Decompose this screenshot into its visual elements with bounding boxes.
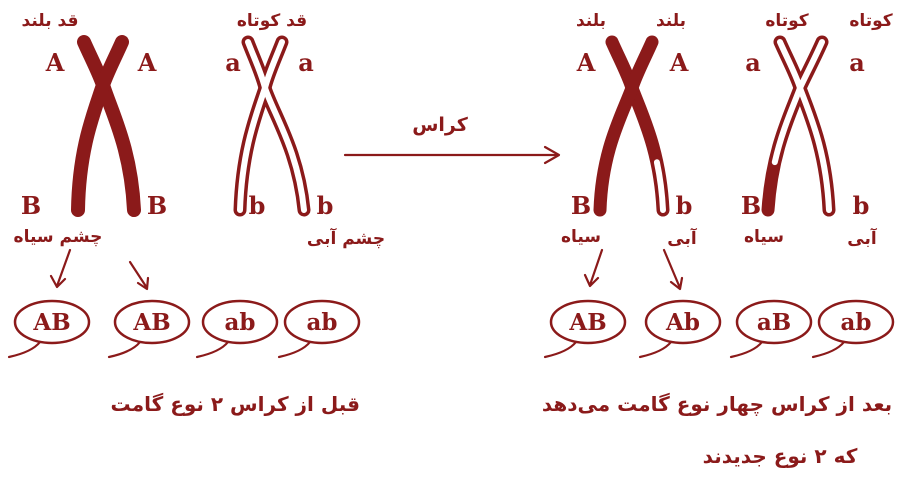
blue-label: آبی [660, 228, 704, 250]
blue-label: آبی [840, 228, 884, 250]
tall-height-label: قد بلند [12, 10, 88, 32]
allele-label: A [135, 50, 159, 76]
after-caption-line-1: بعد از کراس چهار نوع گامت می‌دهد [518, 390, 916, 418]
gamete-genotype: Ab [665, 309, 700, 336]
before-tall-chromosome-pair [78, 42, 134, 210]
gamete: ab [197, 301, 277, 357]
gamete-genotype: aB [757, 309, 791, 336]
after-caption-line-2: که ۲ نوع جدیدند [680, 442, 880, 470]
gamete: ab [813, 301, 893, 357]
before-gametes: AB AB ab ab [9, 301, 359, 357]
gamete-tail [545, 342, 576, 357]
cross-label: کراس [400, 114, 480, 136]
cross-arrow [345, 147, 559, 163]
after-chromosome-pair-2 [768, 42, 829, 210]
gamete-tail [731, 342, 762, 357]
gamete-tail [197, 342, 228, 357]
short-height-label: قد کوتاه [232, 10, 312, 32]
gamete: AB [109, 301, 189, 357]
before-gamete-arrows [51, 250, 148, 289]
gamete: AB [9, 301, 89, 357]
gamete: AB [545, 301, 625, 357]
allele-label: b [313, 193, 337, 219]
allele-label: B [569, 193, 593, 219]
gamete-tail [279, 342, 310, 357]
allele-label: b [245, 193, 269, 219]
arrow-to-gamete-6 [664, 250, 682, 289]
allele-label: B [739, 193, 763, 219]
after-gametes: AB Ab aB ab [545, 301, 893, 357]
gamete: Ab [640, 301, 720, 357]
gamete-genotype: ab [841, 309, 872, 336]
gamete-genotype: ab [307, 309, 338, 336]
gamete: aB [731, 301, 811, 357]
arrow-to-gamete-2 [130, 262, 148, 289]
black-eye-label: چشم سیاه [8, 226, 108, 248]
after-chromosome-pair-1 [600, 42, 663, 210]
gamete-tail [9, 342, 40, 357]
gamete-genotype: AB [132, 309, 170, 336]
allele-label: b [672, 193, 696, 219]
black-label: سیاه [556, 226, 606, 248]
arrow-to-gamete-1 [51, 250, 70, 287]
gamete-genotype: ab [225, 309, 256, 336]
allele-label: A [574, 50, 598, 76]
tall-label: بلند [648, 10, 694, 32]
allele-label: A [667, 50, 691, 76]
short-label: کوتاه [758, 10, 816, 32]
allele-label: a [741, 50, 765, 76]
after-gamete-arrows [585, 250, 682, 289]
gamete-tail [109, 342, 140, 357]
blue-eye-label: چشم آبی [298, 228, 394, 250]
arrow-to-gamete-5 [585, 250, 602, 286]
allele-label: B [145, 193, 169, 219]
allele-label: a [845, 50, 869, 76]
allele-label: B [19, 193, 43, 219]
allele-label: A [43, 50, 67, 76]
black-label: سیاه [738, 226, 790, 248]
short-label: کوتاه [842, 10, 900, 32]
allele-label: a [294, 50, 318, 76]
gamete-tail [813, 342, 844, 357]
gamete-genotype: AB [32, 309, 70, 336]
gamete-tail [640, 342, 671, 357]
tall-label: بلند [568, 10, 614, 32]
allele-label: b [849, 193, 873, 219]
gamete-genotype: AB [568, 309, 606, 336]
gamete: ab [279, 301, 359, 357]
before-caption: قبل از کراس ۲ نوع گامت [160, 390, 360, 418]
allele-label: a [221, 50, 245, 76]
